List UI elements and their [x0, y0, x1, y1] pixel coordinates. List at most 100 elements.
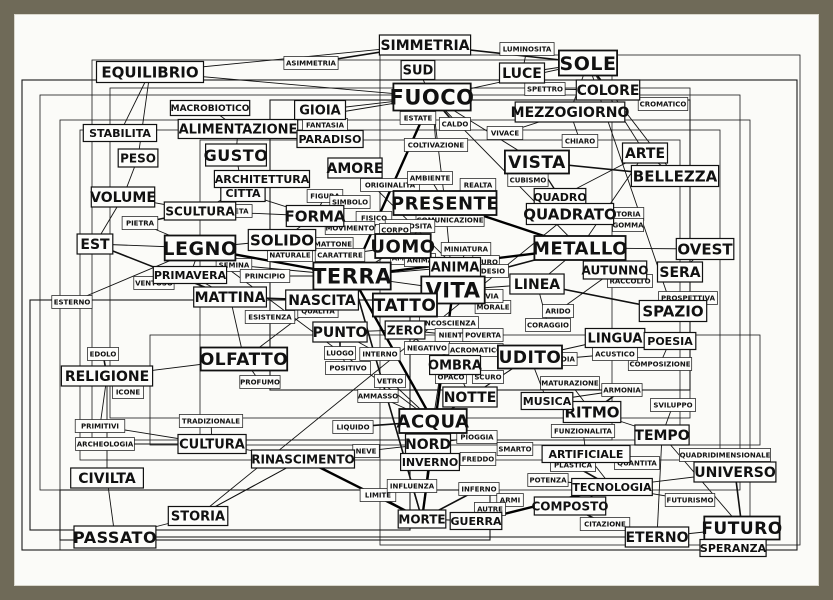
node-label: NORD — [405, 437, 451, 453]
concept-term-ammasso: AMMASSO — [357, 389, 399, 403]
concept-node-stabilita: STABILITA — [82, 123, 158, 143]
node-label: STABILITA — [89, 127, 151, 140]
node-box — [693, 461, 777, 483]
concept-node-forma: FORMA — [284, 204, 346, 228]
node-label: SUD — [403, 64, 434, 79]
concept-node-primavera: PRIMAVERA — [152, 265, 228, 285]
node-box — [575, 79, 641, 101]
node-box — [442, 386, 498, 408]
node-label: CROMATICO — [640, 101, 687, 109]
concept-term-asimmetria: ASIMMETRIA — [283, 56, 339, 70]
node-box — [675, 237, 735, 261]
node-label: ICONE — [116, 389, 141, 397]
concept-node-storia: STORIA — [167, 505, 229, 527]
concept-term-originalita: ORIGINALITA — [360, 178, 420, 192]
node-label: TATTO — [374, 296, 437, 316]
node-box — [558, 49, 619, 77]
concept-node-olfatto: OLFATTO — [199, 346, 289, 372]
node-label: VOLUME — [90, 190, 156, 206]
node-label: VETRO — [377, 378, 403, 386]
concept-node-spazio: SPAZIO — [638, 299, 708, 323]
node-box — [462, 328, 504, 342]
node-label: RINASCIMENTO — [251, 452, 355, 466]
concept-node-simmetria: SIMMETRIA — [378, 34, 472, 56]
concept-term-neve: NEVE — [352, 444, 380, 458]
node-label: PRESENTE — [391, 194, 499, 215]
node-label: ARIDO — [545, 308, 570, 316]
node-box — [520, 391, 574, 411]
node-label: STORIA — [171, 510, 225, 525]
concept-node-gioia: GIOIA — [294, 99, 347, 121]
node-label: PRINCIPIO — [245, 273, 285, 281]
node-label: PLASTICA — [554, 462, 593, 470]
concept-node-cultura: CULTURA — [177, 433, 247, 455]
concept-node-sud: SUD — [400, 59, 436, 81]
node-box — [285, 204, 345, 228]
node-label: ARTE — [625, 146, 665, 162]
node-label: METALLO — [532, 239, 628, 260]
node-label: EQUILIBRIO — [101, 63, 198, 81]
concept-node-amore: AMORE — [326, 157, 384, 179]
concept-term-carattere: CARATTERE — [314, 248, 366, 262]
node-label: PIOGGIA — [460, 434, 494, 442]
node-box — [312, 321, 368, 343]
node-label: POSITIVO — [329, 365, 366, 373]
node-label: POESIA — [647, 335, 693, 348]
node-box — [60, 365, 154, 387]
concept-node-gusto: GUSTO — [204, 143, 268, 167]
node-label: QUADRATO — [523, 205, 617, 223]
concept-term-cubismo: CUBISMO — [507, 173, 549, 187]
node-box — [514, 101, 626, 123]
concept-node-quadro: QUADRO — [533, 187, 587, 207]
node-label: ARCHITETTURA — [215, 173, 310, 186]
concept-term-incoscienza: INCOSCIENZA — [419, 316, 479, 330]
node-box — [561, 134, 599, 148]
concept-term-icone: ICONE — [112, 385, 144, 399]
node-label: FORMA — [284, 207, 345, 225]
concept-node-macrobiotico: MACROBIOTICO — [169, 99, 251, 117]
node-label: FUNZIONALITA — [554, 428, 613, 436]
node-label: MATURAZIONE — [541, 380, 599, 388]
node-label: LUCE — [502, 66, 542, 82]
concept-term-smarto: SMARTO — [496, 442, 534, 456]
node-label: FUTURO — [701, 519, 782, 539]
concept-term-interno: INTERNO — [359, 347, 401, 361]
node-label: GOMMA — [612, 222, 644, 230]
node-label: ACQUA — [397, 412, 470, 433]
node-label: CUBISMO — [510, 177, 547, 185]
node-box — [449, 511, 503, 531]
connection-line — [137, 71, 151, 159]
node-label: CITAZIONE — [584, 521, 626, 529]
concept-node-composto: COMPOSTO — [532, 496, 608, 516]
concept-term-freddo: FREDDO — [459, 452, 497, 466]
node-label: UOMO — [370, 237, 435, 258]
node-box — [250, 449, 356, 469]
node-box — [239, 375, 281, 389]
node-box — [76, 233, 114, 255]
node-label: NOTTE — [444, 390, 497, 406]
concept-node-universo: UNIVERSO — [693, 461, 777, 483]
concept-term-ambiente: AMBIENTE — [407, 171, 453, 185]
concept-node-linea: LINEA — [509, 273, 565, 295]
node-label: ALIMENTAZIONE — [179, 123, 298, 138]
node-label: COLORE — [577, 83, 640, 99]
node-label: VIA — [485, 293, 499, 301]
node-box — [637, 97, 689, 111]
node-box — [82, 123, 158, 143]
node-box — [562, 400, 622, 424]
node-label: QUALITA — [301, 308, 335, 316]
node-label: LUOGO — [326, 350, 354, 358]
node-label: INCOSCIENZA — [422, 320, 476, 328]
concept-term-potenza: POTENZA — [527, 473, 569, 487]
node-label: MATTONE — [314, 241, 352, 249]
node-label: OLFATTO — [200, 350, 288, 370]
concept-nodes: ASIMMETRIALUMINOSITASPETTROCROMATICOESTA… — [51, 34, 782, 558]
node-label: SIMMETRIA — [380, 38, 469, 54]
node-box — [440, 242, 492, 256]
concept-node-nascita: NASCITA — [285, 289, 360, 311]
concept-term-liquido: LIQUIDO — [332, 420, 374, 434]
node-label: LIMITE — [365, 492, 391, 500]
concept-node-bellezza: BELLEZZA — [630, 164, 720, 188]
node-label: CALDO — [442, 121, 469, 129]
node-label: LEGNO — [162, 238, 237, 260]
